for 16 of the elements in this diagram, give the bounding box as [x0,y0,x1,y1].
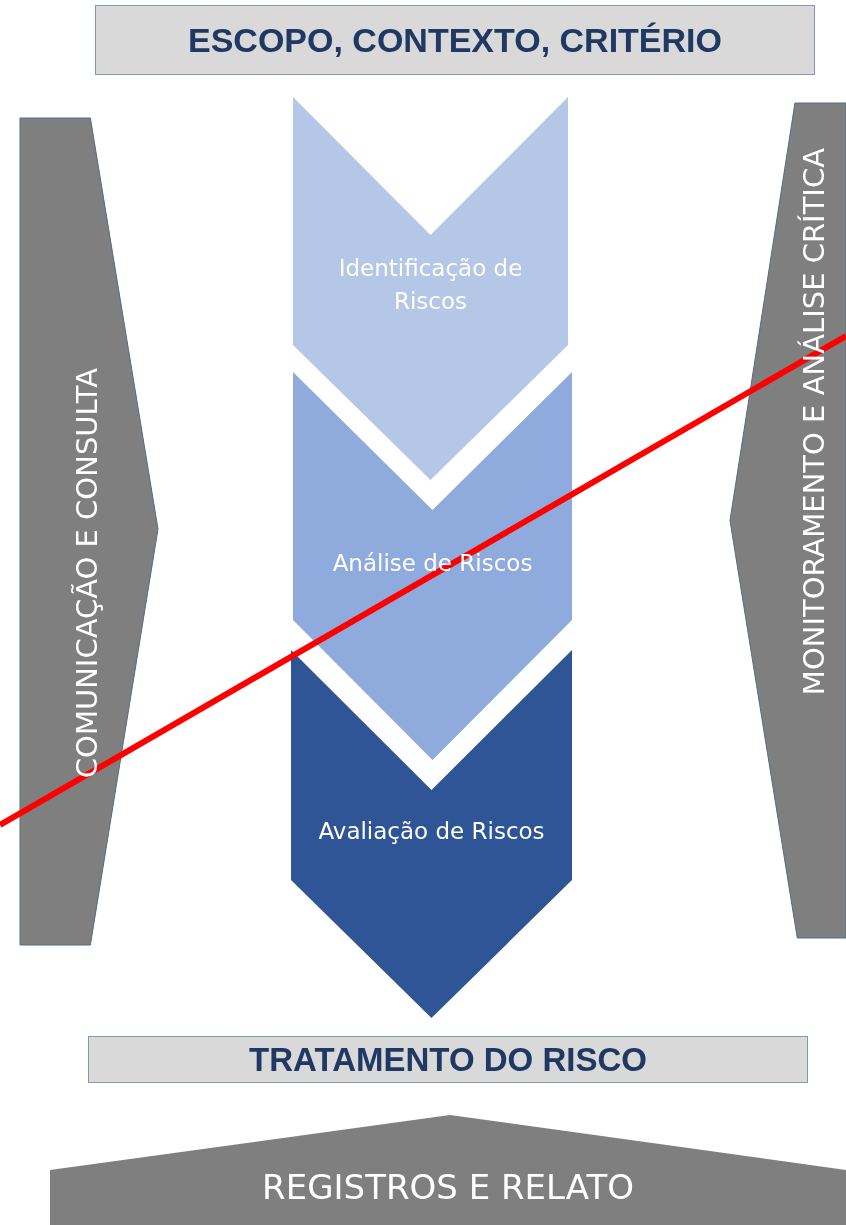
side-arrow-shape [729,102,846,939]
heading-text: TRATAMENTO DO RISCO [249,1040,647,1079]
heading-bar [95,5,815,75]
step-label: Avaliação de Riscos [317,817,546,846]
heading-text: ESCOPO, CONTEXTO, CRITÉRIO [188,20,722,60]
base-label: REGISTROS E RELATO [262,1167,634,1207]
side-label: MONITORAMENTO E ANÁLISE CRÍTICA [797,148,831,696]
side-label: COMUNICAÇÃO E CONSULTA [70,368,104,779]
step-label: Análise de Riscos [331,549,534,578]
heading-bar [88,1036,808,1083]
chevron-shape [293,97,568,480]
step-label: Identificação de Riscos [337,254,524,317]
base-arrow-shape [50,1115,846,1225]
chevron-shape [293,372,572,760]
side-arrow-shape [19,117,159,946]
chevron-shape [291,650,572,1018]
